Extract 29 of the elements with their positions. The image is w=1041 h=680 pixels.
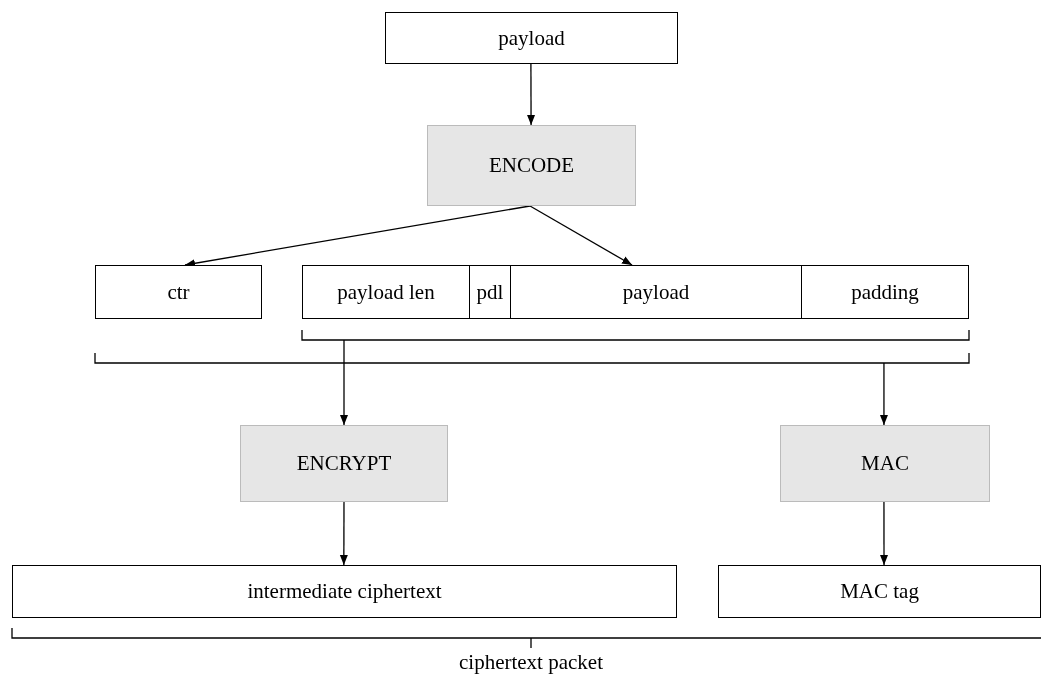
field-label: ctr: [167, 279, 190, 305]
arrow: [340, 339, 348, 426]
bracket-label: ciphertext packet: [458, 650, 604, 675]
arrow: [880, 501, 888, 566]
field-box: [95, 265, 262, 319]
process-box: [780, 425, 990, 502]
field-label: padding: [851, 279, 919, 305]
arrow: [529, 205, 633, 266]
field-label: payload: [498, 25, 565, 51]
arrow: [339, 501, 348, 566]
field-box: [302, 265, 470, 319]
field-label: MAC tag: [840, 579, 919, 604]
field-box: [801, 265, 969, 319]
field-box: [718, 565, 1041, 618]
field-box: [469, 265, 511, 319]
arrow: [879, 362, 888, 426]
field-box: [510, 265, 802, 319]
field-label: payload len: [337, 279, 435, 305]
field-label: payload: [622, 279, 690, 305]
arrow: [527, 63, 536, 126]
process-label: MAC: [861, 451, 909, 476]
process-box: [427, 125, 636, 206]
process-label: ENCRYPT: [296, 451, 392, 476]
field-label: pdl: [476, 279, 504, 305]
field-box: [385, 12, 678, 64]
field-box: [12, 565, 677, 618]
field-label: intermediate ciphertext: [247, 579, 442, 604]
process-label: ENCODE: [488, 153, 575, 178]
process-box: [240, 425, 448, 502]
